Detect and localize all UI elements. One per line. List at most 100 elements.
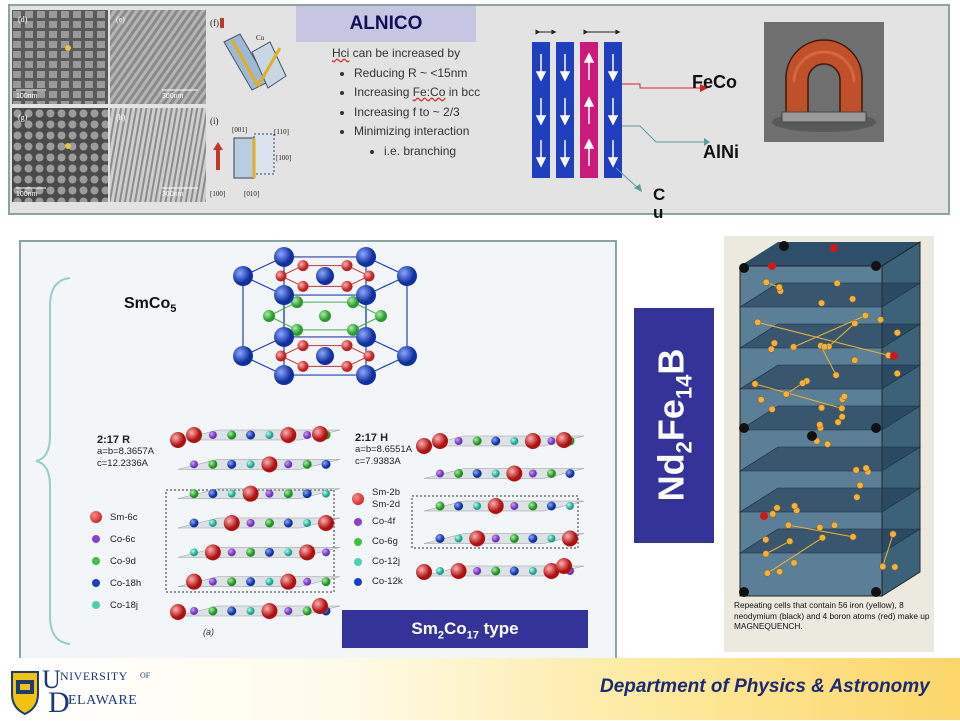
co-atom: [341, 340, 353, 352]
co-4f-dot-icon: [354, 518, 362, 526]
rod-pointer-arrows: [600, 60, 710, 220]
lattice-plane: [423, 435, 585, 447]
b-atom: [830, 244, 838, 252]
sm-atom: [356, 246, 376, 267]
lattice-atom: [566, 502, 574, 510]
lattice-atom: [208, 577, 217, 586]
lattice-atom: [264, 518, 274, 528]
sm-atom: [556, 558, 572, 574]
nd-atom: [739, 423, 749, 433]
lattice-atom: [246, 547, 256, 557]
hci-bullets: Reducing R ~ <15nm Increasing Fe:Co in b…: [332, 64, 532, 162]
lattice-atom: [227, 606, 237, 616]
sm-atom: [316, 347, 334, 365]
fe-atom: [838, 413, 846, 421]
lattice-atom: [204, 544, 221, 561]
lattice-atom: [208, 431, 217, 439]
fe-atom: [751, 380, 759, 388]
fe-atom: [840, 393, 848, 400]
fe-atom: [818, 299, 826, 307]
lattice-atom: [303, 519, 312, 527]
sm-atom: [274, 365, 294, 386]
lattice-atom: [528, 501, 538, 511]
nd-atom: [779, 241, 789, 251]
co-atom: [297, 360, 309, 372]
lattice-atom: [322, 489, 330, 498]
fe-atom: [799, 379, 806, 387]
lattice-atom: [454, 534, 463, 543]
fe-atom: [816, 524, 824, 531]
sm-6c-dot-icon: [90, 511, 102, 523]
fe-atom: [821, 343, 829, 351]
lattice-atom: [227, 430, 237, 440]
footer-bar: [0, 658, 960, 720]
b-atom: [768, 262, 776, 270]
ndfeb-bond: [820, 345, 837, 376]
micro-label-e: (e): [116, 15, 125, 24]
lattice-plane: [177, 429, 341, 441]
schematic-label-f: (f): [210, 18, 219, 28]
h-legend-label: Co-12j: [372, 556, 400, 567]
r-legend-co6c: Co-6c: [90, 528, 141, 550]
scale-bar-d: 100nm: [16, 93, 38, 100]
fe-atom: [831, 521, 839, 529]
fe-atom: [785, 521, 792, 529]
r-legend-label: Co-9d: [110, 555, 136, 567]
fe-atom: [851, 356, 859, 364]
co-atom: [363, 350, 375, 362]
fe-atom: [768, 405, 776, 413]
smco5-text: SmCo: [124, 295, 171, 312]
h-params-c: c=7.9383A: [355, 456, 401, 467]
fe-atom: [770, 339, 778, 347]
ndfeb-fe: Fe: [650, 399, 692, 442]
lattice-atom: [473, 567, 482, 575]
sm-atom: [397, 266, 417, 286]
lattice-atom: [322, 548, 330, 557]
nd-atom: [871, 261, 881, 271]
fe-atom: [849, 533, 857, 541]
sm2co17-sub-17: 17: [466, 629, 479, 642]
lattice-atom: [318, 515, 334, 531]
hci-term: Hci: [332, 46, 350, 60]
r-lattice-params: 2:17 R a=b=8.3657A c=12.2336A: [97, 434, 154, 470]
h-lattice-params: 2:17 H a=b=8.6551A c=7.9383A: [355, 432, 412, 468]
axis-001: [001]: [232, 126, 247, 134]
ndfeb-bond: [828, 323, 856, 347]
b-atom: [760, 512, 768, 520]
lattice-atom: [284, 548, 293, 557]
co-atom: [341, 360, 353, 372]
fe-atom: [782, 390, 790, 398]
fe-atom: [776, 568, 784, 576]
smco5-label: SmCo5: [124, 295, 176, 315]
co-atom: [375, 310, 387, 322]
scale-bar-g: 100nm: [16, 191, 38, 198]
micro-label-d: (d): [18, 15, 28, 24]
smco5-crystal-structure: [210, 244, 440, 392]
co-9d-dot-icon: [92, 557, 100, 565]
lattice-atom: [510, 502, 519, 510]
ndfeb-layer: [738, 487, 922, 513]
lattice-atom: [190, 460, 198, 469]
h-legend-co12k: Co-12k: [352, 572, 403, 592]
ndfeb-title: Nd2Fe14B: [650, 349, 697, 502]
co-atom: [363, 270, 375, 282]
axis-110: [110]: [274, 128, 289, 136]
lattice-atom: [473, 502, 482, 510]
lattice-plane: [177, 547, 341, 558]
lattice-atom: [261, 603, 278, 619]
ndfeb-bond: [788, 524, 854, 538]
lattice-atom: [227, 577, 237, 587]
schematic-label-i: (i): [210, 116, 219, 126]
co-atom: [263, 310, 275, 322]
lattice-atom: [246, 460, 255, 469]
sm2co17-sm: Sm: [411, 619, 438, 638]
h-legend-label: Sm-2b: [372, 487, 400, 498]
lattice-atom: [242, 485, 259, 502]
co-atom: [341, 280, 353, 292]
scale-bar-h: 300nm: [162, 191, 184, 198]
lattice-atom: [436, 469, 444, 478]
hci-sub-bullets: i.e. branching: [354, 142, 532, 162]
ud-logo-u: U: [42, 665, 61, 694]
lattice-atom: [208, 519, 217, 527]
hci-bullet-2-feco: Fe:Co: [412, 85, 446, 99]
